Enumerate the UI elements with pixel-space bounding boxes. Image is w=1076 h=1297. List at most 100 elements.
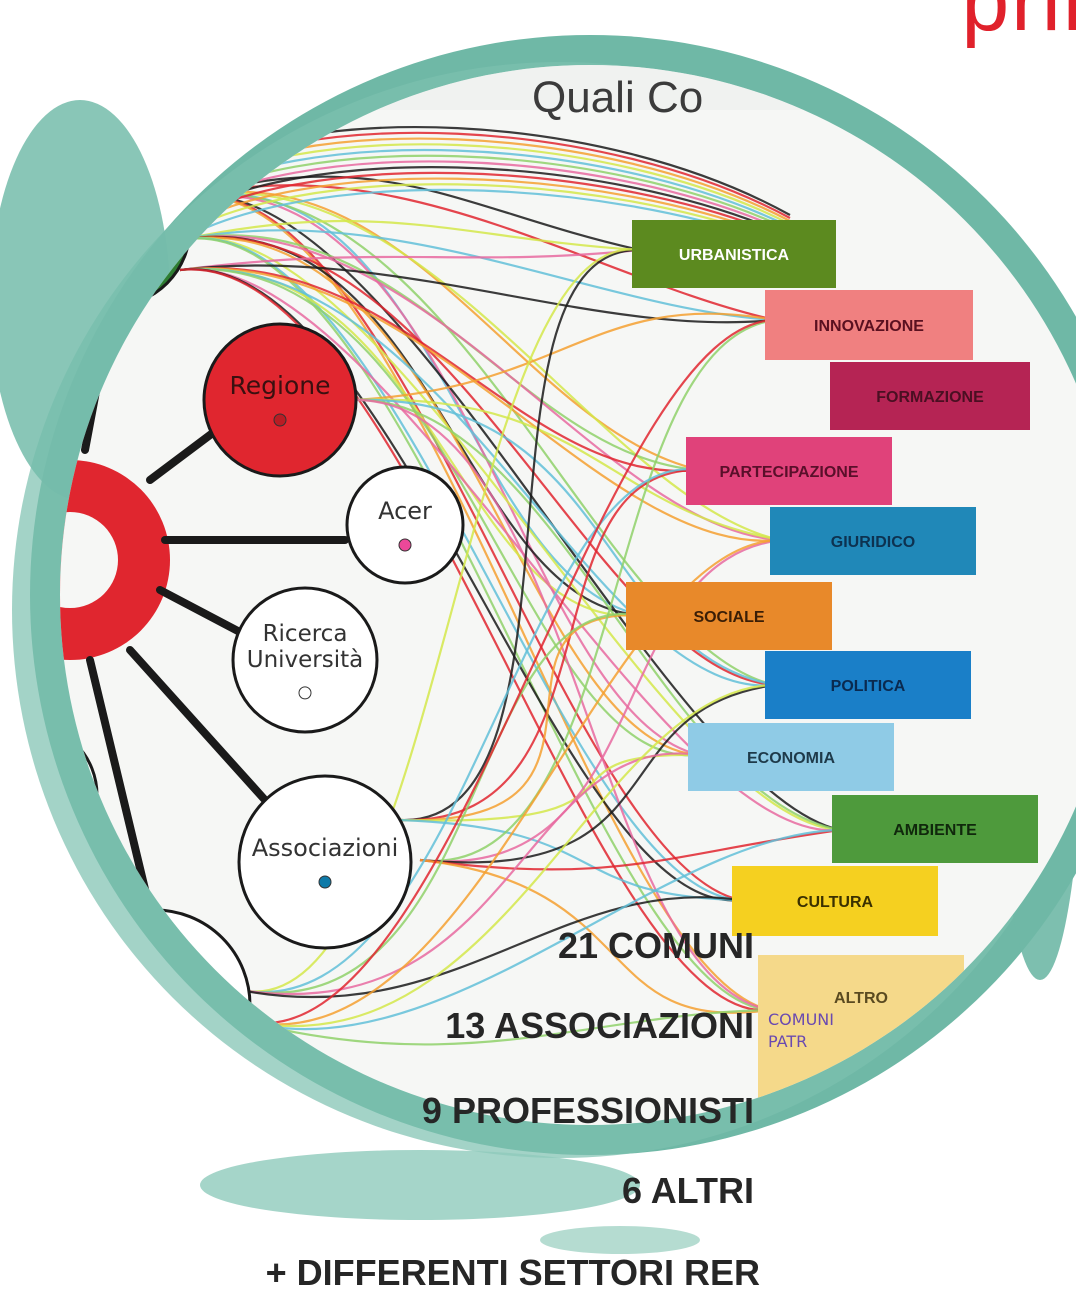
actor-node-dot (148, 1031, 162, 1045)
connection-line (179, 192, 781, 542)
topic-tag-box (832, 795, 1038, 863)
topic-tag-label: SOCIALE (693, 609, 764, 626)
topic-tag-label: ECONOMIA (747, 750, 835, 767)
connection-line (169, 183, 791, 247)
handwritten-note: PATR (768, 1032, 807, 1051)
connection-line (179, 264, 776, 324)
actor-node-circle (345, 465, 465, 585)
actor-node-dot (298, 686, 312, 700)
topic-tag-box (632, 220, 836, 288)
connection-line (239, 538, 781, 1026)
connection-line (179, 248, 641, 272)
connection-line (419, 318, 776, 862)
topic-tag-box (732, 866, 938, 936)
topic-tag-box (770, 507, 976, 575)
connection-line (179, 195, 741, 902)
actor-node-label: Ricerca (263, 621, 348, 647)
stat-settori-rer: + DIFFERENTI SETTORI RER (265, 1252, 760, 1293)
connection-line (179, 268, 841, 832)
connection-line (179, 184, 776, 322)
topic-tag: ECONOMIA (688, 723, 894, 791)
connection-line (239, 612, 641, 994)
topic-tag-label: URBANISTICA (679, 247, 790, 264)
topic-tag: URBANISTICA (632, 220, 836, 288)
connection-line (239, 318, 776, 1025)
connection-line (179, 268, 771, 1012)
actor-node-label: Associazioni (252, 834, 399, 862)
actor-node-circle (202, 322, 358, 478)
connection-line (179, 236, 701, 757)
topic-tag-label: GIURIDICO (831, 534, 915, 551)
topic-tag-label: FORMAZIONE (876, 389, 984, 406)
topic-tag: SOCIALE (626, 582, 832, 650)
connection-line (419, 683, 776, 864)
topic-tag-label: CULTURA (797, 894, 874, 911)
connection-line (179, 267, 776, 687)
actor-node-label: Acer (378, 497, 432, 525)
topic-tag: CULTURA (732, 866, 938, 936)
stat-altri: 6 ALTRI (622, 1170, 754, 1211)
actor-node-circle (237, 774, 413, 950)
topic-tag-box (830, 362, 1030, 430)
connection-line (399, 613, 641, 822)
topic-tag-box (765, 651, 971, 719)
connection-line (239, 248, 641, 993)
topic-tag-label: POLITICA (831, 678, 906, 695)
connection-line (419, 538, 781, 863)
connection-line (179, 219, 641, 252)
connection-line (179, 236, 741, 902)
topic-tag-label: AMBIENTE (893, 822, 977, 839)
actor-node: Associazioni (237, 774, 413, 950)
topic-tag-label: INNOVAZIONE (814, 318, 924, 335)
stat-associazioni: 13 ASSOCIAZIONI (445, 1005, 754, 1046)
connection-line (179, 267, 781, 542)
topic-tag: PARTECIPAZIONE (686, 437, 892, 505)
topic-tag-label: PARTECIPAZIONE (720, 464, 859, 481)
topic-tag-box (626, 582, 832, 650)
connection-line (169, 177, 791, 244)
handwritten-note: COMUNI (768, 1010, 834, 1029)
connection-line (239, 828, 841, 1031)
connection-line (179, 229, 776, 322)
topic-tag-box (688, 723, 894, 791)
connection-line (399, 248, 641, 822)
actor-node: Regione (202, 322, 358, 478)
connection-line (239, 468, 701, 994)
topic-tag-box (765, 290, 973, 360)
topic-tag: FORMAZIONE (830, 362, 1030, 430)
connection-line (179, 268, 741, 902)
connection-line (349, 398, 776, 687)
connection-line (399, 468, 701, 822)
connection-line (239, 1008, 771, 1046)
connection-line (239, 752, 701, 996)
actor-node-dot (318, 875, 332, 889)
connection-line (349, 398, 781, 542)
actor-node-label: Università (247, 647, 364, 673)
connection-line (239, 895, 741, 999)
topic-tag-box (686, 437, 892, 505)
connection-line (349, 398, 841, 832)
actor-node-circle (231, 586, 379, 734)
connection-line (419, 858, 771, 1014)
actor-node-dot (273, 413, 287, 427)
connection-line (179, 237, 771, 1012)
connection-line (179, 267, 701, 473)
actor-node-dot (19, 809, 31, 821)
connection-line (399, 818, 741, 902)
connection-line (179, 195, 771, 1012)
actor-node-label: Regione (230, 371, 331, 400)
connection-line (349, 312, 776, 402)
connection-line (239, 683, 776, 1028)
topic-tag: POLITICA (765, 651, 971, 719)
corner-title-fragment: pril (961, 0, 1076, 49)
actor-node: Acer (345, 465, 465, 585)
topic-tag: GIURIDICO (770, 507, 976, 575)
stat-professionisti: 9 PROFESSIONISTI (421, 1090, 754, 1131)
topic-tag-label: ALTRO (834, 990, 888, 1007)
connection-line (349, 398, 771, 1012)
topic-tag: AMBIENTE (832, 795, 1038, 863)
actor-node-dot (398, 538, 412, 552)
